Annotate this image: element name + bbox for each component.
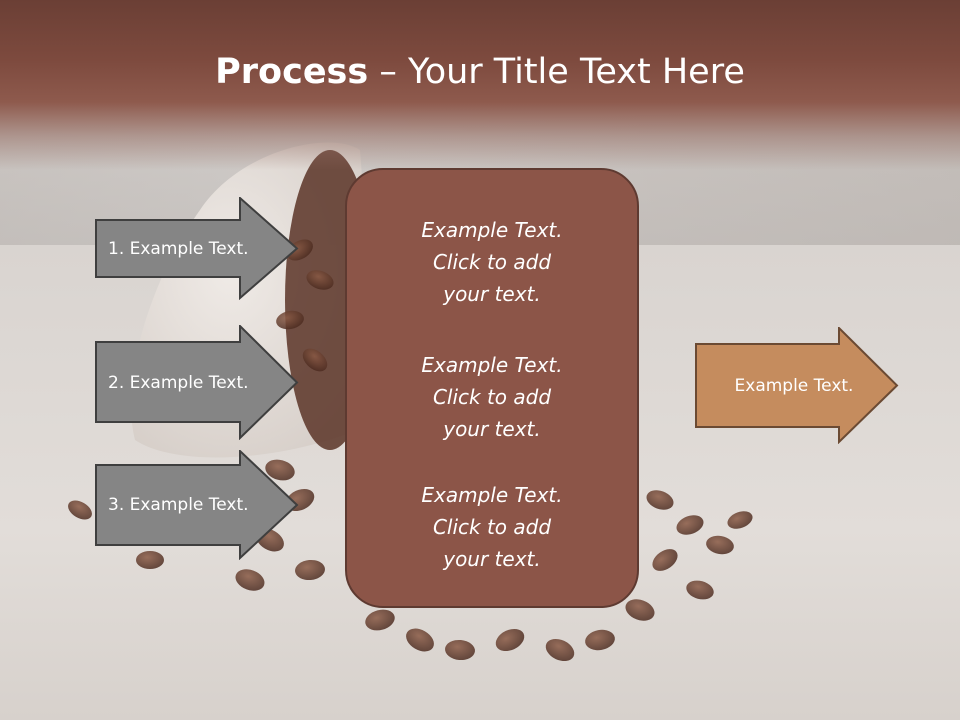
- left-arrow-2[interactable]: 2. Example Text.: [95, 325, 300, 440]
- arrow-right-shape: [95, 325, 299, 440]
- center-item-2-line3: your text.: [443, 417, 541, 441]
- slide-title-rest: – Your Title Text Here: [368, 52, 745, 92]
- center-item-2-line1: Example Text.: [421, 353, 563, 377]
- right-arrow-label: Example Text.: [734, 375, 854, 396]
- slide-title-bold: Process: [215, 52, 369, 92]
- center-item-3-line3: your text.: [443, 547, 541, 571]
- arrow-right-shape: [95, 450, 299, 560]
- left-arrow-3[interactable]: 3. Example Text.: [95, 450, 300, 560]
- center-item-1: Example Text. Click to add your text.: [347, 214, 637, 310]
- left-arrow-1-label: 1. Example Text.: [108, 238, 249, 259]
- left-arrow-3-label: 3. Example Text.: [108, 495, 249, 515]
- left-arrow-1[interactable]: 1. Example Text.: [95, 197, 300, 300]
- center-item-1-line1: Example Text.: [421, 218, 563, 242]
- center-item-1-line3: your text.: [443, 282, 541, 306]
- center-item-2-line2: Click to add: [432, 385, 552, 409]
- arrow-right-shape: [95, 197, 299, 300]
- center-item-3: Example Text. Click to add your text.: [347, 479, 637, 575]
- arrow-right-shape: [695, 327, 899, 444]
- left-arrow-2-label: 2. Example Text.: [108, 372, 249, 393]
- center-text-box[interactable]: Example Text. Click to add your text. Ex…: [345, 168, 639, 608]
- center-item-3-line1: Example Text.: [421, 483, 563, 507]
- slide-title[interactable]: Process – Your Title Text Here: [0, 52, 960, 92]
- title-bar: [0, 0, 960, 170]
- center-item-2: Example Text. Click to add your text.: [347, 349, 637, 445]
- center-item-3-line2: Click to add: [432, 515, 552, 539]
- right-arrow[interactable]: Example Text.: [695, 327, 900, 444]
- center-item-1-line2: Click to add: [432, 250, 552, 274]
